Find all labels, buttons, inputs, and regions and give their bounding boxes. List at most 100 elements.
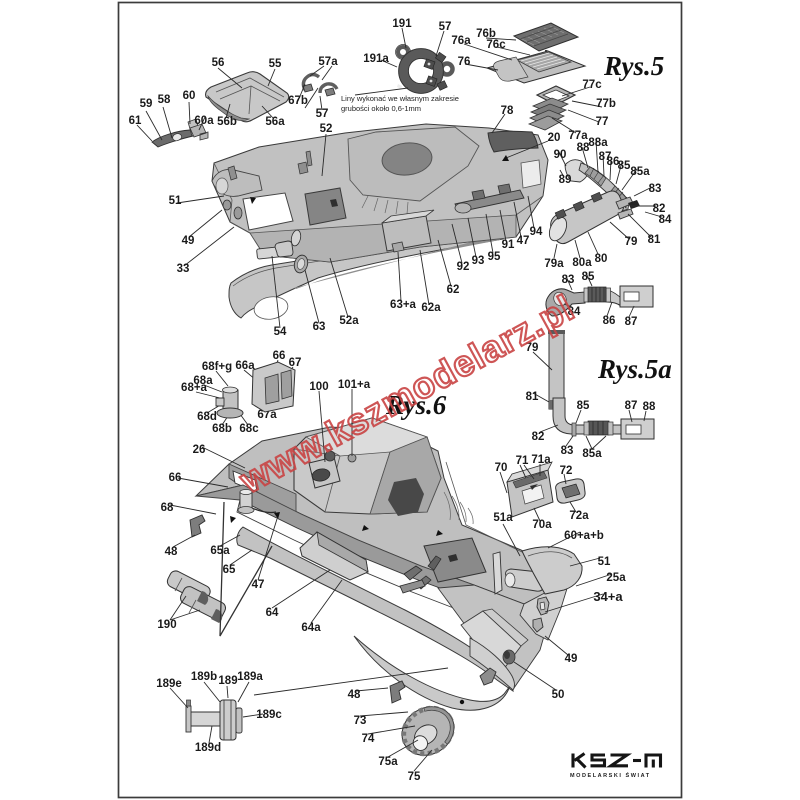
svg-text:67: 67 [289, 357, 302, 369]
svg-text:65: 65 [223, 564, 236, 576]
svg-text:67b: 67b [288, 95, 308, 107]
svg-text:52: 52 [320, 123, 333, 135]
svg-text:86: 86 [607, 156, 620, 168]
svg-text:88: 88 [643, 401, 656, 413]
svg-text:68b: 68b [212, 423, 232, 435]
svg-text:20: 20 [548, 132, 561, 144]
svg-text:62: 62 [447, 284, 460, 296]
svg-text:47: 47 [517, 235, 530, 247]
svg-text:50: 50 [552, 689, 565, 701]
svg-text:55: 55 [269, 58, 282, 70]
svg-text:189b: 189b [191, 671, 217, 683]
svg-text:56a: 56a [265, 116, 285, 128]
svg-text:76: 76 [458, 56, 471, 68]
svg-text:Liny wykonać we własnym zakres: Liny wykonać we własnym zakresie [341, 94, 459, 103]
svg-text:66a: 66a [235, 360, 255, 372]
svg-text:100: 100 [309, 381, 328, 393]
svg-text:68+a: 68+a [181, 382, 208, 394]
svg-text:83: 83 [649, 183, 662, 195]
svg-text:51a: 51a [493, 512, 513, 524]
svg-text:75: 75 [408, 771, 421, 783]
svg-text:189: 189 [218, 675, 237, 687]
svg-text:34+a: 34+a [593, 589, 623, 604]
svg-text:62a: 62a [421, 302, 441, 314]
svg-text:68a: 68a [193, 375, 213, 387]
svg-text:56b: 56b [217, 116, 237, 128]
svg-text:63+a: 63+a [390, 299, 417, 311]
svg-text:90: 90 [554, 149, 567, 161]
svg-text:33: 33 [177, 263, 190, 275]
svg-text:66: 66 [169, 472, 182, 484]
svg-text:101+a: 101+a [338, 379, 371, 391]
svg-text:81: 81 [648, 234, 661, 246]
svg-text:60: 60 [183, 90, 196, 102]
svg-text:77c: 77c [582, 79, 602, 91]
svg-text:74: 74 [362, 733, 375, 745]
svg-text:94: 94 [530, 226, 543, 238]
svg-text:61: 61 [129, 115, 142, 127]
svg-text:51: 51 [169, 195, 182, 207]
svg-text:85: 85 [618, 160, 631, 172]
svg-text:92: 92 [457, 261, 470, 273]
svg-text:91: 91 [502, 239, 515, 251]
svg-text:85: 85 [577, 400, 590, 412]
svg-text:88a: 88a [588, 137, 608, 149]
svg-text:76a: 76a [451, 35, 471, 47]
svg-text:70a: 70a [532, 519, 552, 531]
svg-text:83: 83 [562, 274, 575, 286]
svg-text:79a: 79a [544, 258, 564, 270]
svg-text:89: 89 [559, 174, 572, 186]
svg-text:57: 57 [316, 108, 329, 120]
svg-text:48: 48 [165, 546, 178, 558]
svg-text:87: 87 [625, 400, 638, 412]
svg-text:79: 79 [625, 236, 638, 248]
svg-text:77: 77 [596, 116, 609, 128]
svg-text:59: 59 [140, 98, 153, 110]
svg-text:95: 95 [488, 251, 501, 263]
svg-text:68f+g: 68f+g [202, 361, 232, 373]
svg-text:189d: 189d [195, 742, 221, 754]
svg-text:66: 66 [273, 350, 286, 362]
svg-text:60+a+b: 60+a+b [564, 530, 604, 542]
svg-text:77b: 77b [596, 98, 616, 110]
svg-text:57: 57 [439, 21, 452, 33]
svg-text:93: 93 [472, 255, 485, 267]
svg-text:68c: 68c [239, 423, 259, 435]
svg-text:86: 86 [603, 315, 616, 327]
svg-text:84: 84 [659, 214, 672, 226]
svg-text:189c: 189c [256, 709, 282, 721]
svg-text:47: 47 [252, 579, 265, 591]
svg-text:63: 63 [313, 321, 326, 333]
svg-text:191: 191 [392, 18, 412, 30]
svg-text:67a: 67a [257, 409, 277, 421]
svg-text:80a: 80a [572, 257, 592, 269]
svg-text:57a: 57a [318, 56, 338, 68]
svg-text:48: 48 [348, 689, 361, 701]
svg-text:80: 80 [595, 253, 608, 265]
svg-text:56: 56 [212, 57, 225, 69]
svg-text:71: 71 [516, 455, 529, 467]
svg-text:190: 190 [157, 619, 176, 631]
svg-text:189e: 189e [156, 678, 182, 690]
svg-text:49: 49 [565, 653, 578, 665]
svg-text:77a: 77a [568, 130, 588, 142]
svg-text:85a: 85a [630, 166, 650, 178]
svg-text:70: 70 [495, 462, 508, 474]
svg-text:73: 73 [354, 715, 367, 727]
svg-text:189a: 189a [237, 671, 263, 683]
svg-text:grubości około 0,6-1mm: grubości około 0,6-1mm [341, 104, 421, 113]
svg-text:87: 87 [599, 151, 612, 163]
svg-text:58: 58 [158, 94, 171, 106]
svg-text:84: 84 [568, 306, 581, 318]
svg-text:68: 68 [161, 502, 174, 514]
svg-text:81: 81 [526, 391, 539, 403]
svg-text:51: 51 [598, 556, 611, 568]
svg-text:83: 83 [561, 445, 574, 457]
svg-text:87: 87 [625, 316, 638, 328]
svg-text:191a: 191a [363, 53, 389, 65]
svg-text:85: 85 [582, 271, 595, 283]
svg-text:54: 54 [274, 326, 287, 338]
svg-text:65a: 65a [210, 545, 230, 557]
svg-text:75a: 75a [378, 756, 398, 768]
svg-text:49: 49 [182, 235, 195, 247]
